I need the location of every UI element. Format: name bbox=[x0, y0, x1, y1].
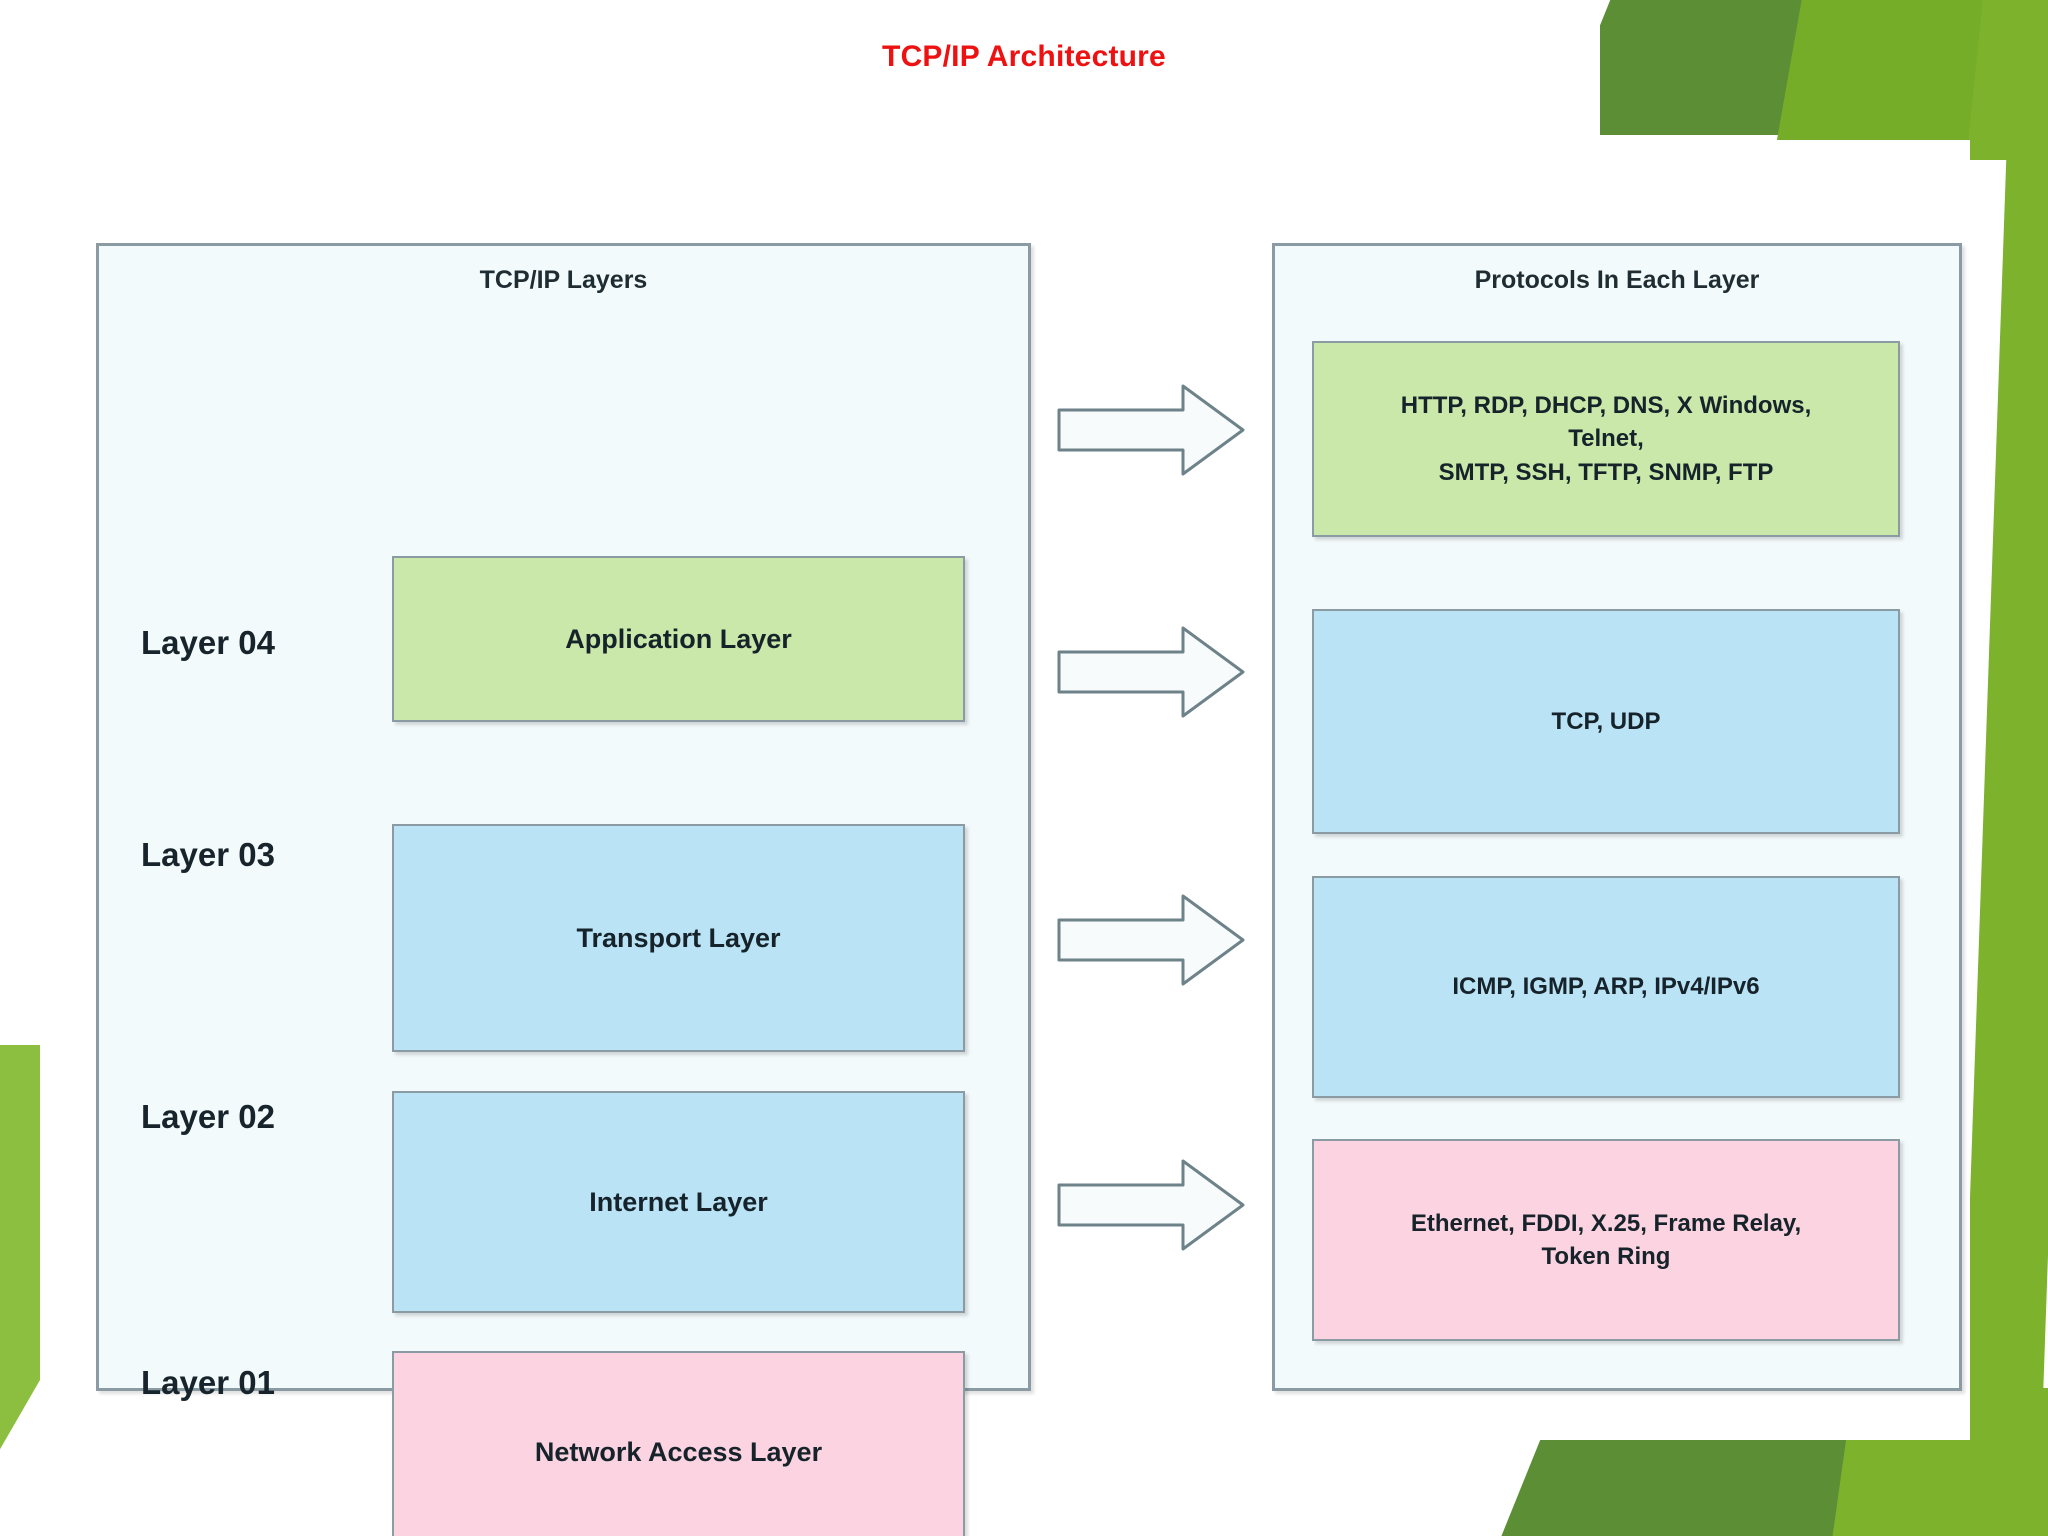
protocols-box-internet[interactable]: ICMP, IGMP, ARP, IPv4/IPv6 bbox=[1312, 876, 1900, 1098]
layer-box-network-access[interactable]: Network Access Layer bbox=[392, 1351, 965, 1536]
protocols-line: HTTP, RDP, DHCP, DNS, X Windows, bbox=[1400, 392, 1812, 420]
layer-number-04: Layer 04 bbox=[141, 624, 275, 661]
protocols-box-transport[interactable]: TCP, UDP bbox=[1312, 609, 1900, 834]
protocols-line: Telnet, bbox=[1568, 425, 1644, 453]
right-arrow-icon-layer-04 bbox=[1055, 380, 1247, 480]
protocols-line: SMTP, SSH, TFTP, SNMP, FTP bbox=[1438, 458, 1774, 486]
protocols-line: Ethernet, FDDI, X.25, Frame Relay, bbox=[1410, 1209, 1802, 1237]
decor-green-right-strip bbox=[1958, 0, 2048, 1536]
layer-box-internet[interactable]: Internet Layer bbox=[392, 1091, 965, 1313]
layer-number-01: Layer 01 bbox=[141, 1364, 275, 1401]
protocols-line: ICMP, IGMP, ARP, IPv4/IPv6 bbox=[1452, 973, 1760, 1001]
layer-number-03: Layer 03 bbox=[141, 836, 275, 873]
protocols-panel: Protocols In Each Layer HTTP, RDP, DHCP,… bbox=[1272, 243, 1962, 1391]
protocols-line: TCP, UDP bbox=[1551, 707, 1661, 735]
protocols-line: Token Ring bbox=[1541, 1243, 1671, 1270]
protocols-box-application[interactable]: HTTP, RDP, DHCP, DNS, X Windows, Telnet,… bbox=[1312, 341, 1900, 537]
layer-box-application[interactable]: Application Layer bbox=[392, 556, 965, 722]
layer-number-02: Layer 02 bbox=[141, 1098, 275, 1135]
tcpip-layers-panel: TCP/IP Layers Layer 04 Application Layer… bbox=[96, 243, 1031, 1536]
right-panel-heading: Protocols In Each Layer bbox=[1474, 266, 1760, 294]
slide-header-surface bbox=[0, 0, 1600, 150]
protocols-box-network-access[interactable]: Ethernet, FDDI, X.25, Frame Relay, Token… bbox=[1312, 1139, 1900, 1341]
page-title: TCP/IP Architecture bbox=[882, 40, 1166, 73]
left-panel-heading: TCP/IP Layers bbox=[479, 266, 648, 294]
right-arrow-icon-layer-03 bbox=[1055, 622, 1247, 722]
right-arrow-icon-layer-02 bbox=[1055, 890, 1247, 990]
right-arrow-icon-layer-01 bbox=[1055, 1155, 1247, 1255]
layer-box-transport[interactable]: Transport Layer bbox=[392, 824, 965, 1052]
